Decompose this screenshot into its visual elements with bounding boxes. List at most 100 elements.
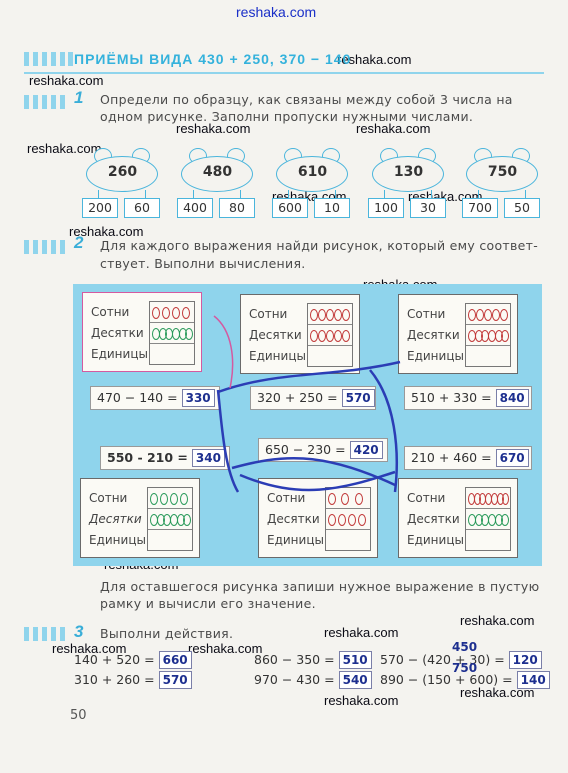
answer-field[interactable]: 660 <box>158 651 192 669</box>
frog-part-a: 600 <box>272 198 308 218</box>
expression-text: 140 + 520 = <box>74 652 155 667</box>
abacus-bead <box>150 493 158 505</box>
abacus-bead <box>180 493 188 505</box>
expression-box: 470 − 140 =330 <box>90 386 220 410</box>
expression-text: 320 + 250 = <box>257 390 338 405</box>
frog-part-a: 400 <box>177 198 213 218</box>
answer-field[interactable]: 670 <box>495 449 529 467</box>
abacus-row-label: Десятки <box>407 328 460 342</box>
abacus-bead <box>341 493 350 505</box>
frog-head <box>372 156 444 192</box>
answer-field[interactable]: 330 <box>181 389 215 407</box>
answer-field[interactable]: 540 <box>338 671 372 689</box>
watermark: reshaka.com <box>188 641 263 656</box>
task3-expression: 890 − (150 + 600) =140 <box>380 671 550 689</box>
abacus-row-label: Десятки <box>249 328 302 342</box>
frog-part-b: 10 <box>314 198 350 218</box>
answer-field[interactable]: 340 <box>191 449 225 467</box>
expression-box: 210 + 460 =670 <box>404 446 532 470</box>
abacus-divider <box>150 322 194 323</box>
abacus-bead <box>358 514 366 526</box>
abacus-row-label: Сотни <box>267 491 306 505</box>
expression-box: 510 + 330 =840 <box>404 386 532 410</box>
frog-body <box>98 190 146 198</box>
watermark: reshaka.com <box>176 121 251 136</box>
abacus-bead <box>501 330 510 342</box>
abacus-divider <box>466 508 510 509</box>
task2-footer-line2: рамку и вычисли его значение. <box>100 596 316 611</box>
match-line <box>369 369 398 493</box>
expression-text: 570 − (420 + 30) = <box>380 652 505 667</box>
task3-expression: 860 − 350 =510 <box>254 651 372 669</box>
task-stripes <box>24 240 65 254</box>
answer-field[interactable]: 120 <box>508 651 542 669</box>
abacus-divider <box>308 324 352 325</box>
page-number: 50 <box>70 708 87 723</box>
abacus-divider <box>326 529 370 530</box>
expression-text: 650 − 230 = <box>265 442 346 457</box>
task3-expression: 570 − (420 + 30) =120 <box>380 651 542 669</box>
task1-text-line1: Определи по образцу, как связаны между с… <box>100 92 513 107</box>
frog-body <box>384 190 432 198</box>
abacus-bead <box>492 309 500 321</box>
frog-total: 130 <box>393 164 424 180</box>
answer-field[interactable]: 570 <box>158 671 192 689</box>
abacus-bead <box>326 309 334 321</box>
answer-field[interactable]: 510 <box>338 651 372 669</box>
abacus-bead <box>318 330 326 342</box>
expression-text: 210 + 460 = <box>411 450 492 465</box>
abacus-row-label: Сотни <box>91 305 130 319</box>
abacus-row-label: Сотни <box>407 307 446 321</box>
task-number: 2 <box>74 233 84 252</box>
title-stripes <box>24 52 73 66</box>
abacus-divider <box>150 343 194 344</box>
abacus-frame <box>147 487 193 551</box>
abacus-frame <box>149 301 195 365</box>
abacus-divider <box>148 529 192 530</box>
task3-text: Выполни действия. <box>100 626 234 641</box>
abacus-bead <box>172 307 180 319</box>
expression-text: 550 - 210 = <box>107 450 188 465</box>
frog-total: 260 <box>107 164 138 180</box>
expression-text: 510 + 330 = <box>411 390 492 405</box>
abacus-bead <box>152 307 160 319</box>
abacus-divider <box>466 345 510 346</box>
answer-field[interactable]: 420 <box>349 441 383 459</box>
expression-text: 970 − 430 = <box>254 672 335 687</box>
watermark: reshaka.com <box>324 625 399 640</box>
abacus-bead <box>476 309 484 321</box>
task2-footer-line1: Для оставшегося рисунка запиши нужное вы… <box>100 579 540 594</box>
abacus-row-label: Десятки <box>267 512 320 526</box>
watermark: reshaka.com <box>337 52 412 67</box>
abacus-divider <box>466 324 510 325</box>
task-number: 1 <box>74 88 84 107</box>
abacus-bead <box>338 514 346 526</box>
page-title: ПРИЁМЫ ВИДА 430 + 250, 370 − 140 <box>74 51 352 67</box>
frog-body <box>193 190 241 198</box>
abacus-bead <box>170 493 178 505</box>
answer-field[interactable]: 570 <box>341 389 375 407</box>
frog-part-b: 80 <box>219 198 255 218</box>
answer-field[interactable]: 840 <box>495 389 529 407</box>
abacus-bead <box>500 309 508 321</box>
handwritten-note: 450 <box>452 640 478 654</box>
abacus-row-label: Единицы <box>89 533 146 547</box>
match-line-pink <box>213 315 234 389</box>
abacus-divider <box>326 508 370 509</box>
frog-head <box>86 156 158 192</box>
frog-part-b: 50 <box>504 198 540 218</box>
task-stripes <box>24 95 65 109</box>
task-stripes <box>24 627 65 641</box>
task3-expression: 310 + 260 =570 <box>74 671 192 689</box>
watermark: reshaka.com <box>52 641 127 656</box>
abacus-row-label: Единицы <box>267 533 324 547</box>
answer-field[interactable]: 140 <box>516 671 550 689</box>
task2-text-line2: ствует. Выполни вычисления. <box>100 256 306 271</box>
frog-part-a: 700 <box>462 198 498 218</box>
watermark: reshaka.com <box>460 685 535 700</box>
